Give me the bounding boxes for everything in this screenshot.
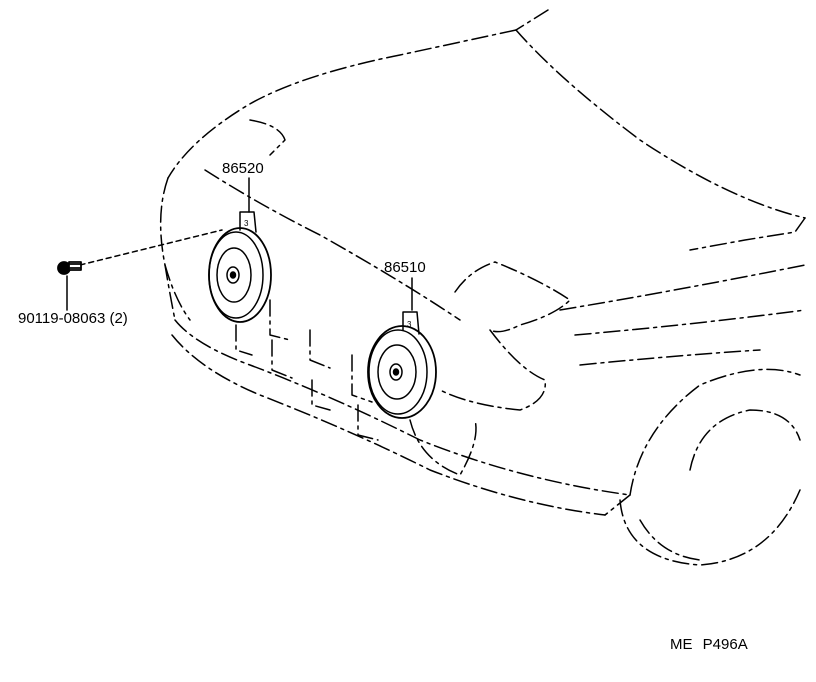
bumper-upper (174, 319, 631, 496)
hood-shut-line (249, 119, 286, 156)
horn-left-face (208, 231, 264, 319)
horn-right-ring (377, 344, 417, 400)
horn-left-hub (226, 266, 240, 284)
part-label-86510: 86510 (384, 259, 426, 276)
body-line-2 (574, 309, 806, 336)
body-line-3 (579, 349, 761, 366)
hood-corner (689, 217, 806, 251)
intake-opening (409, 419, 477, 476)
grille-slot-5 (351, 354, 373, 403)
horn-left-ring (216, 247, 252, 303)
grille-slot-7 (269, 299, 291, 341)
hood-front-edge (204, 169, 461, 321)
horn-left: 3 (208, 177, 272, 323)
wheel-outer (619, 489, 801, 566)
fender-arch (629, 368, 801, 496)
svg-text:3: 3 (407, 320, 412, 329)
bumper-edge-right (604, 494, 631, 516)
headlamp-lower (439, 329, 547, 411)
horn-right-face (368, 329, 428, 415)
grille-slot-6 (357, 404, 379, 441)
bumper-lower (171, 334, 606, 516)
horn-right-rim (367, 325, 437, 419)
grille-slot-2 (271, 339, 293, 379)
grille-slot-4 (311, 379, 331, 411)
svg-text:3: 3 (244, 219, 249, 228)
bolt-part (57, 261, 82, 275)
part-label-bolt: 90119-08063 (2) (18, 310, 128, 327)
body-line-1 (559, 264, 806, 311)
part-label-86520: 86520 (222, 160, 264, 177)
front-left-contour (164, 264, 191, 321)
diagram-reference-code: ME P496A (670, 636, 748, 653)
hood-crease (515, 29, 806, 219)
hood-rear-edge (167, 29, 517, 179)
bolt-leader (66, 229, 223, 311)
front-face-left (159, 177, 176, 321)
grille-slot-3 (309, 329, 331, 369)
wheel-inner (689, 409, 801, 471)
headlamp-outline (454, 261, 571, 333)
horn-right: 3 (367, 277, 437, 419)
wheel-lip (639, 519, 701, 561)
grille-slot-1 (235, 324, 253, 356)
horn-right-bracket (402, 311, 420, 335)
horn-left-bracket (239, 211, 257, 233)
vehicle-phantom-outline (159, 9, 806, 566)
windshield-edge (515, 9, 549, 31)
horn-right-hub (389, 363, 403, 381)
